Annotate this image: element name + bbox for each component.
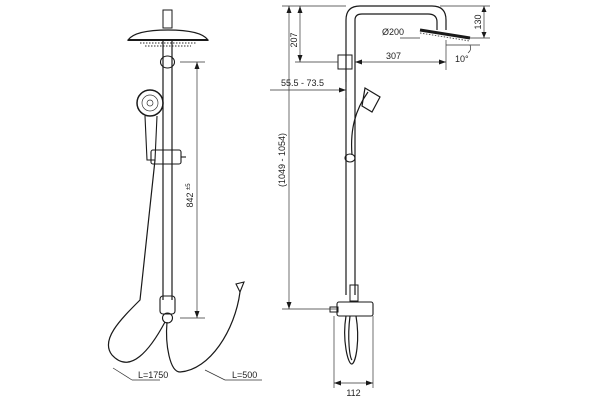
hand-shower-side-handle <box>350 91 369 156</box>
arm-reach-label: 307 <box>386 51 401 61</box>
hose-long-label: L=1750 <box>138 370 168 380</box>
side-hose-a <box>344 315 359 365</box>
rail-height-label: 842 <box>185 192 195 207</box>
hand-shower-center <box>146 99 154 107</box>
side-mixer-body <box>336 301 374 317</box>
bottom-connector <box>159 295 176 315</box>
side-valve <box>349 284 359 302</box>
shower-arm-inner <box>354 13 438 30</box>
top-connector <box>159 55 176 69</box>
hose-end-fitting <box>235 281 245 294</box>
hose-short-label: L=500 <box>232 370 257 380</box>
hand-shower-side-head <box>361 87 381 113</box>
front-view: 842 ±5 L=1750 L=500 <box>107 9 262 381</box>
wall-bracket-top <box>337 54 353 70</box>
side-hose-b <box>348 315 353 361</box>
side-shower-head <box>419 28 471 40</box>
head-diameter-label: Ø200 <box>382 27 404 37</box>
side-view: (1049 - 1054) 207 55.5 - 73.5 Ø200 307 1… <box>270 5 490 398</box>
wall-offset-label: 55.5 - 73.5 <box>281 78 324 88</box>
head-stem <box>162 9 173 29</box>
shower-arm-outer <box>345 5 447 30</box>
head-drop-label: 130 <box>473 14 483 29</box>
base-width-label: 112 <box>346 388 360 398</box>
hand-shower-face <box>141 94 159 112</box>
rail-height-tolerance: ±5 <box>186 183 192 190</box>
side-slider <box>344 153 356 163</box>
arm-height-label: 207 <box>289 32 299 47</box>
overhead-nozzles <box>140 42 196 47</box>
overhead-shower-head <box>126 29 210 41</box>
overall-height-label: (1049 - 1054) <box>277 133 287 187</box>
head-angle-label: 10° <box>455 54 469 64</box>
hose-long <box>107 159 166 363</box>
hand-shower-head <box>136 89 164 117</box>
hose-short <box>165 291 241 373</box>
